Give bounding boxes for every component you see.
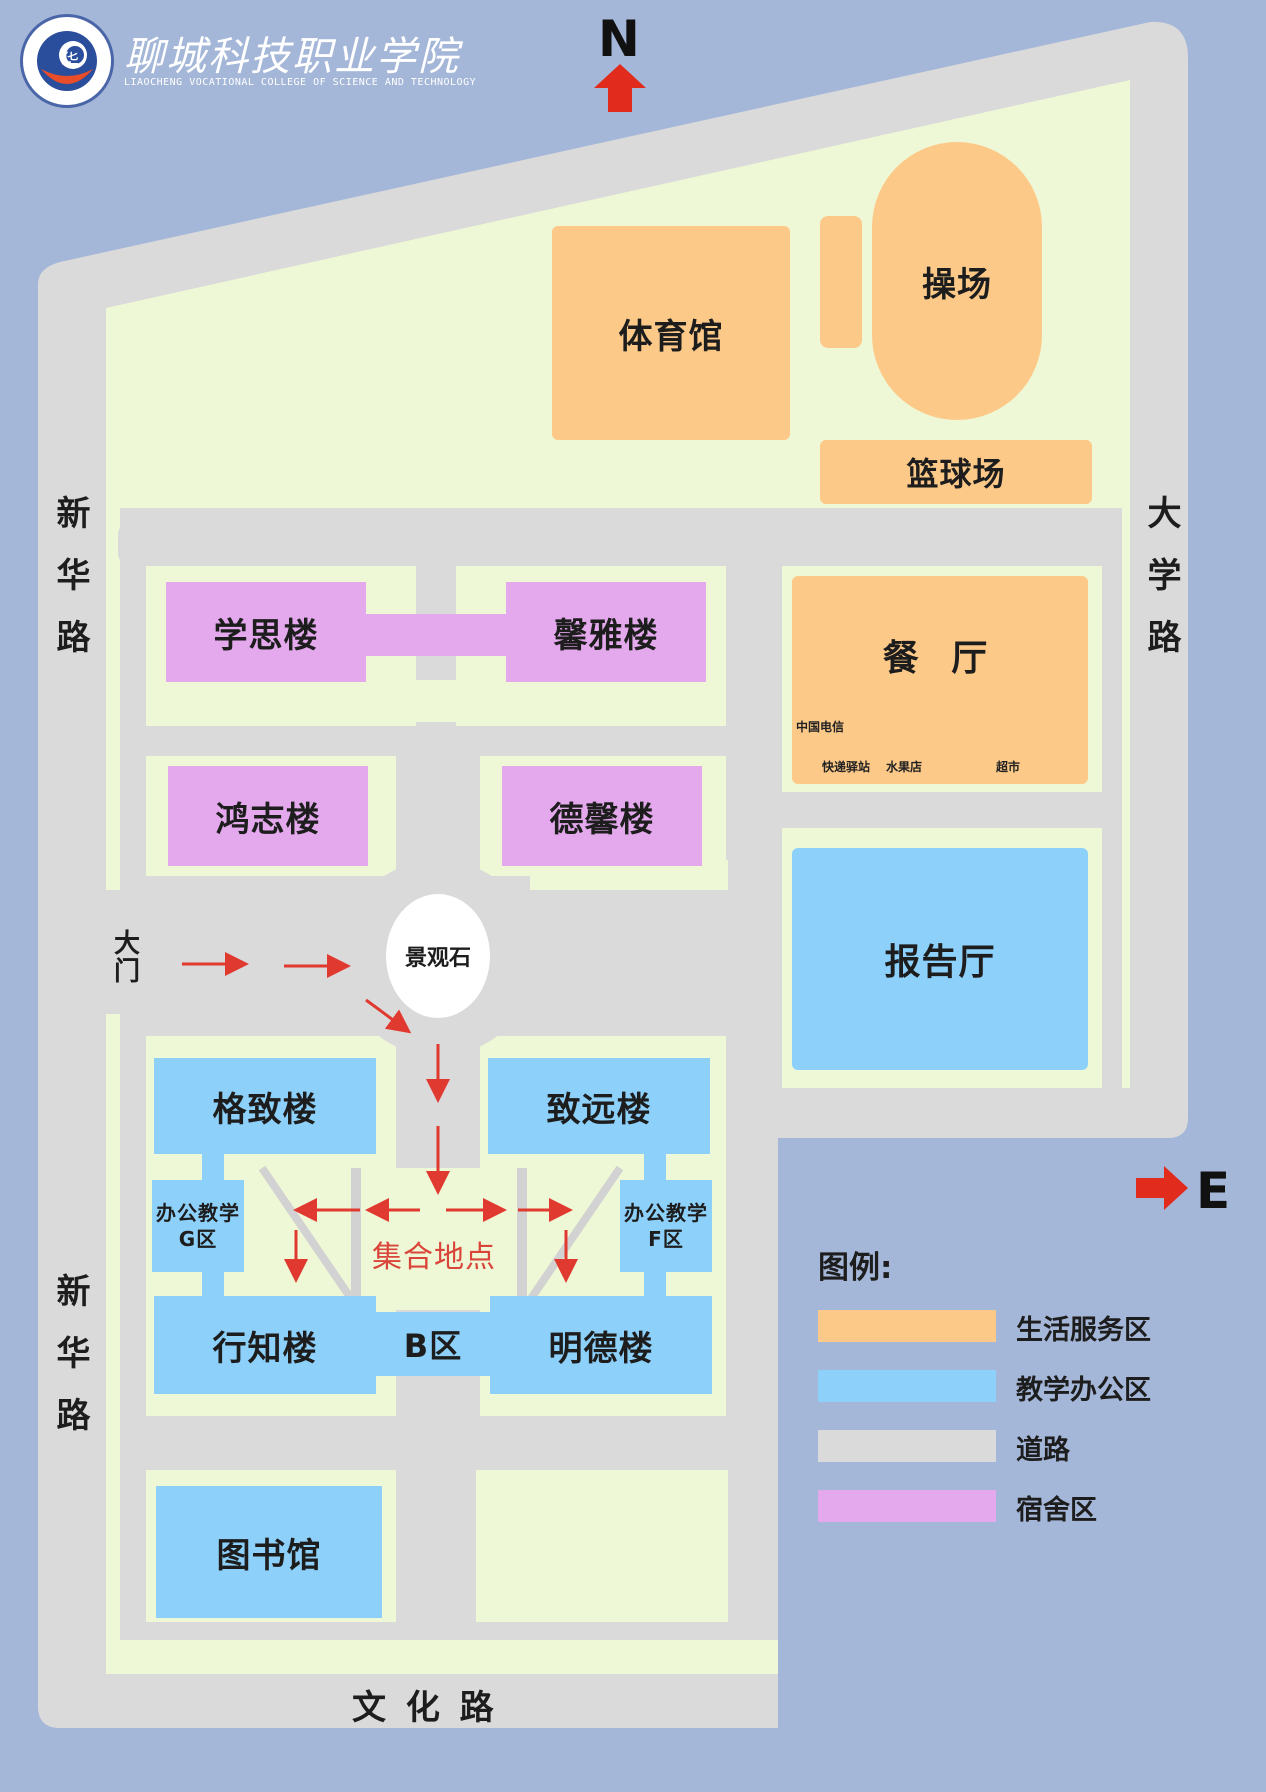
building-xingzhi[interactable]: 行知楼 xyxy=(154,1296,376,1394)
building-report-hall[interactable]: 报告厅 xyxy=(792,848,1088,1070)
east-grass-strip xyxy=(1122,508,1130,1088)
building-gezhi[interactable]: 格致楼 xyxy=(154,1058,376,1154)
legend-swatch-dorm xyxy=(818,1490,996,1522)
school-name: 聊城科技职业学院 xyxy=(124,34,460,80)
assembly-diagonal-2 xyxy=(526,1165,624,1303)
building-canteen[interactable]: 餐 厅 xyxy=(792,576,1088,784)
main-gate[interactable]: 大门 xyxy=(113,929,140,987)
building-office-g[interactable]: 办公教学G区 xyxy=(152,1180,244,1272)
building-dexin[interactable]: 德馨楼 xyxy=(502,766,702,866)
building-hongzhi[interactable]: 鸿志楼 xyxy=(168,766,368,866)
gym-annex xyxy=(820,216,862,348)
legend-swatch-service xyxy=(818,1310,996,1342)
building-zhiyuan[interactable]: 致远楼 xyxy=(488,1058,710,1154)
shop-telecom[interactable]: 中国电信 xyxy=(796,720,845,734)
legend-label-dorm: 宿舍区 xyxy=(1016,1495,1097,1526)
legend-swatch-road xyxy=(818,1430,996,1462)
school-name-en: LIAOCHENG VOCATIONAL COLLEGE OF SCIENCE … xyxy=(124,77,477,88)
legend-label-teaching: 教学办公区 xyxy=(1016,1375,1151,1406)
building-basketball[interactable]: 篮球场 xyxy=(820,440,1092,504)
south-grass-strip xyxy=(106,1640,778,1674)
inner-road-top xyxy=(118,524,1122,564)
south-east-grass xyxy=(476,1470,728,1622)
building-xuesi[interactable]: 学思楼 xyxy=(166,582,366,682)
building-zone-b[interactable]: B区 xyxy=(376,1312,490,1376)
building-office-f[interactable]: 办公教学F区 xyxy=(620,1180,712,1272)
zhiyuan-lower-connector xyxy=(644,1272,666,1296)
school-seal-icon: 华 xyxy=(37,31,97,91)
building-gym[interactable]: 体育馆 xyxy=(552,226,790,440)
dorm-bridge xyxy=(364,614,516,656)
road-west-top: 新华路 xyxy=(50,495,90,681)
building-playground[interactable]: 操场 xyxy=(872,142,1042,420)
building-mingde[interactable]: 明德楼 xyxy=(490,1296,712,1394)
road-east: 大学路 xyxy=(1141,495,1181,681)
landmark-stone[interactable]: 景观石 xyxy=(404,946,471,971)
road-south: 文 化 路 xyxy=(352,1688,498,1728)
dorm-bridge-grass xyxy=(340,680,546,722)
shop-supermarket[interactable]: 超市 xyxy=(996,760,1021,774)
assembly-diagonal-1 xyxy=(258,1165,356,1303)
gezhi-lower-connector xyxy=(202,1272,224,1296)
north-label: N xyxy=(598,10,640,68)
legend-label-service: 生活服务区 xyxy=(1016,1315,1151,1346)
building-library[interactable]: 图书馆 xyxy=(156,1486,382,1618)
legend-swatch-teaching xyxy=(818,1370,996,1402)
west-grass-strip xyxy=(106,508,120,1660)
school-logo: 华 xyxy=(20,14,114,108)
legend-title: 图例: xyxy=(818,1250,893,1286)
landmark-stone-shape xyxy=(386,894,490,1018)
zhiyuan-connector xyxy=(644,1154,666,1180)
gezhi-connector xyxy=(202,1154,224,1180)
shop-express[interactable]: 快递驿站 xyxy=(822,760,871,774)
road-west-bottom: 新华路 xyxy=(50,1273,90,1459)
legend-label-road: 道路 xyxy=(1016,1435,1070,1466)
gate-grass xyxy=(146,904,336,996)
shop-fruit[interactable]: 水果店 xyxy=(886,760,923,774)
east-label: E xyxy=(1196,1162,1231,1220)
building-xinya[interactable]: 馨雅楼 xyxy=(506,582,706,682)
assembly-point[interactable]: 集合地点 xyxy=(372,1240,496,1275)
svg-text:华: 华 xyxy=(61,51,79,72)
